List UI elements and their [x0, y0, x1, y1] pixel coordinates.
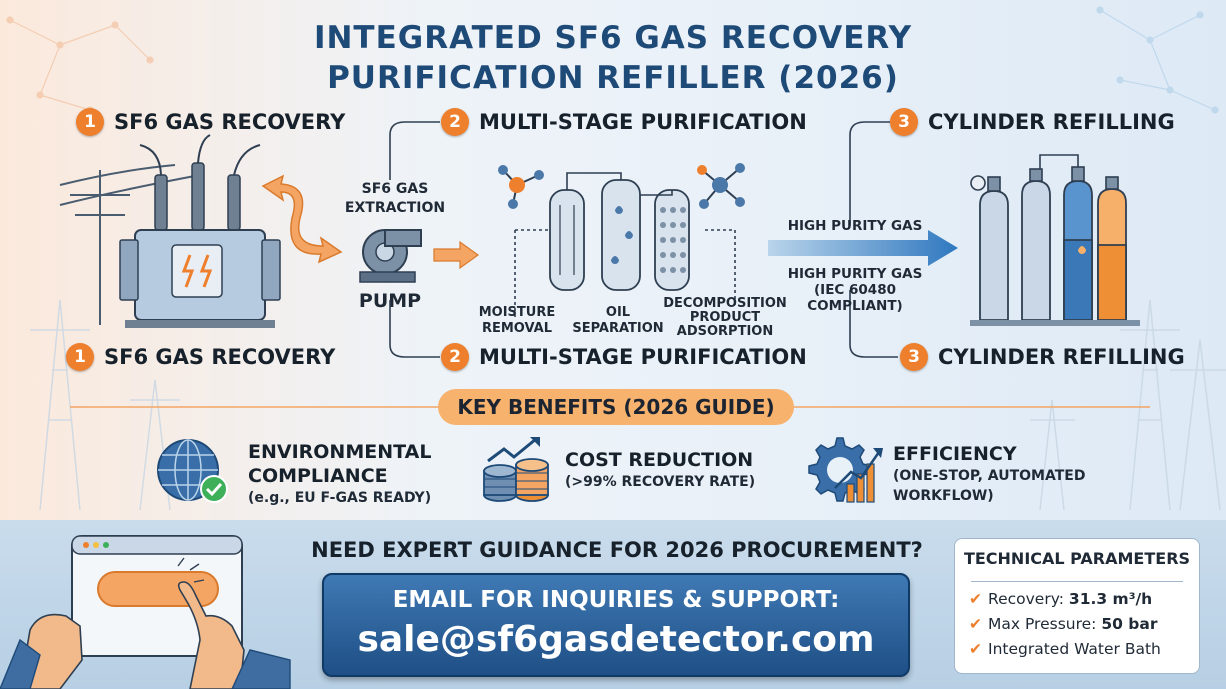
param-label: Integrated Water Bath — [988, 640, 1161, 658]
step-number: 1 — [76, 108, 104, 136]
benefit-title: EFFICIENCY — [893, 443, 1017, 465]
flow-arrow-icon — [433, 240, 480, 270]
decomp-line: DECOMPOSITION — [663, 296, 787, 311]
step-label: CYLINDER REFILLING — [928, 110, 1175, 134]
param-label: Max Pressure: — [988, 615, 1097, 633]
benefit-cost: COST REDUCTION (>99% RECOVERY RATE) — [565, 448, 755, 492]
benefit-environmental: ENVIRONMENTAL COMPLIANCE (e.g., EU F-GAS… — [248, 440, 431, 508]
tablet-touch-icon — [0, 535, 291, 689]
decomp-line: ADSORPTION — [676, 324, 774, 339]
param-label: Recovery: — [988, 590, 1064, 608]
extraction-label: SF6 GAS EXTRACTION — [340, 180, 450, 218]
gear-chart-icon — [808, 437, 883, 503]
step-number: 3 — [890, 108, 918, 136]
transformer-icon — [59, 134, 281, 328]
moisture-line: MOISTURE — [478, 305, 556, 320]
email-label: EMAIL FOR INQUIRIES & SUPPORT: — [392, 587, 840, 613]
check-icon: ✔ — [969, 640, 982, 658]
step-label: SF6 GAS RECOVERY — [104, 345, 336, 369]
step-number: 1 — [66, 343, 94, 371]
param-value: 31.3 m³/h — [1068, 590, 1153, 608]
check-icon: ✔ — [969, 590, 982, 608]
param-row: ✔ Recovery: 31.3 m³/h — [969, 587, 1161, 612]
pump-icon — [359, 229, 422, 283]
step-number: 2 — [441, 343, 469, 371]
moisture-label: MOISTURE REMOVAL — [472, 305, 562, 337]
extraction-line: EXTRACTION — [344, 200, 446, 216]
extraction-line: SF6 GAS — [361, 181, 429, 197]
globe-check-icon — [157, 439, 228, 503]
params-heading: TECHNICAL PARAMETERS — [963, 549, 1191, 568]
benefit-title: ENVIRONMENTAL — [248, 441, 432, 463]
email-link[interactable]: sale@sf6gasdetector.com — [357, 619, 875, 660]
step-recovery-top: 1 SF6 GAS RECOVERY — [76, 108, 345, 136]
technical-parameters-card: TECHNICAL PARAMETERS ✔ Recovery: 31.3 m³/… — [954, 538, 1200, 674]
compliance-line: HIGH PURITY GAS — [787, 266, 923, 282]
oil-line: OIL — [605, 305, 631, 320]
benefit-efficiency: EFFICIENCY (ONE-STOP, AUTOMATED WORKFLOW… — [893, 442, 1085, 506]
molecule-icon — [697, 163, 745, 209]
compliance-line: (IEC 60480 — [814, 282, 896, 298]
purification-columns-icon — [549, 172, 690, 291]
molecule-icon — [498, 165, 544, 209]
moisture-line: REMOVAL — [481, 321, 553, 336]
gas-cylinders-icon — [970, 154, 1140, 326]
step-number: 2 — [441, 108, 469, 136]
benefits-heading: KEY BENEFITS (2026 GUIDE) — [438, 389, 794, 425]
param-row: ✔ Integrated Water Bath — [969, 637, 1161, 662]
decomp-line: PRODUCT — [689, 310, 761, 325]
compliance-label: HIGH PURITY GAS (IEC 60480 COMPLIANT) — [780, 266, 930, 314]
check-icon: ✔ — [969, 615, 982, 633]
page-title: INTEGRATED SF6 GAS RECOVERY — [313, 20, 913, 56]
oil-label: OIL SEPARATION — [568, 305, 668, 337]
param-value: 50 bar — [1101, 615, 1158, 633]
params-list: ✔ Recovery: 31.3 m³/h ✔ Max Pressure: 50 b… — [969, 587, 1161, 662]
email-box[interactable]: EMAIL FOR INQUIRIES & SUPPORT: sale@sf6g… — [322, 573, 910, 677]
step-label: MULTI-STAGE PURIFICATION — [479, 345, 807, 369]
cta-question: NEED EXPERT GUIDANCE FOR 2026 PROCUREMEN… — [311, 538, 923, 562]
step-refilling-bottom: 3 CYLINDER REFILLING — [900, 343, 1185, 371]
compliance-line: COMPLIANT) — [807, 298, 903, 314]
decomposition-label: DECOMPOSITION PRODUCT ADSORPTION — [660, 297, 790, 339]
high-purity-arrow-icon — [768, 230, 958, 266]
exchange-arrow-icon — [261, 174, 343, 264]
benefit-subtitle: (ONE-STOP, AUTOMATED — [893, 468, 1086, 484]
step-refilling-top: 3 CYLINDER REFILLING — [890, 108, 1175, 136]
param-row: ✔ Max Pressure: 50 bar — [969, 612, 1161, 637]
step-recovery-bottom: 1 SF6 GAS RECOVERY — [66, 343, 335, 371]
benefit-title: COMPLIANCE — [248, 465, 388, 487]
benefit-subtitle: (e.g., EU F-GAS READY) — [248, 490, 432, 506]
step-number: 3 — [900, 343, 928, 371]
step-label: MULTI-STAGE PURIFICATION — [479, 110, 807, 134]
step-purification-bottom: 2 MULTI-STAGE PURIFICATION — [441, 343, 807, 371]
oil-line: SEPARATION — [572, 321, 664, 336]
benefit-subtitle: (>99% RECOVERY RATE) — [565, 474, 756, 490]
step-label: SF6 GAS RECOVERY — [114, 110, 346, 134]
benefit-subtitle: WORKFLOW) — [893, 488, 994, 504]
page-subtitle: PURIFICATION REFILLER (2026) — [327, 60, 899, 96]
coins-growth-icon — [483, 437, 549, 502]
benefit-title: COST REDUCTION — [565, 449, 754, 471]
step-label: CYLINDER REFILLING — [938, 345, 1185, 369]
high-purity-label: HIGH PURITY GAS — [787, 218, 923, 234]
step-purification-top: 2 MULTI-STAGE PURIFICATION — [441, 108, 807, 136]
